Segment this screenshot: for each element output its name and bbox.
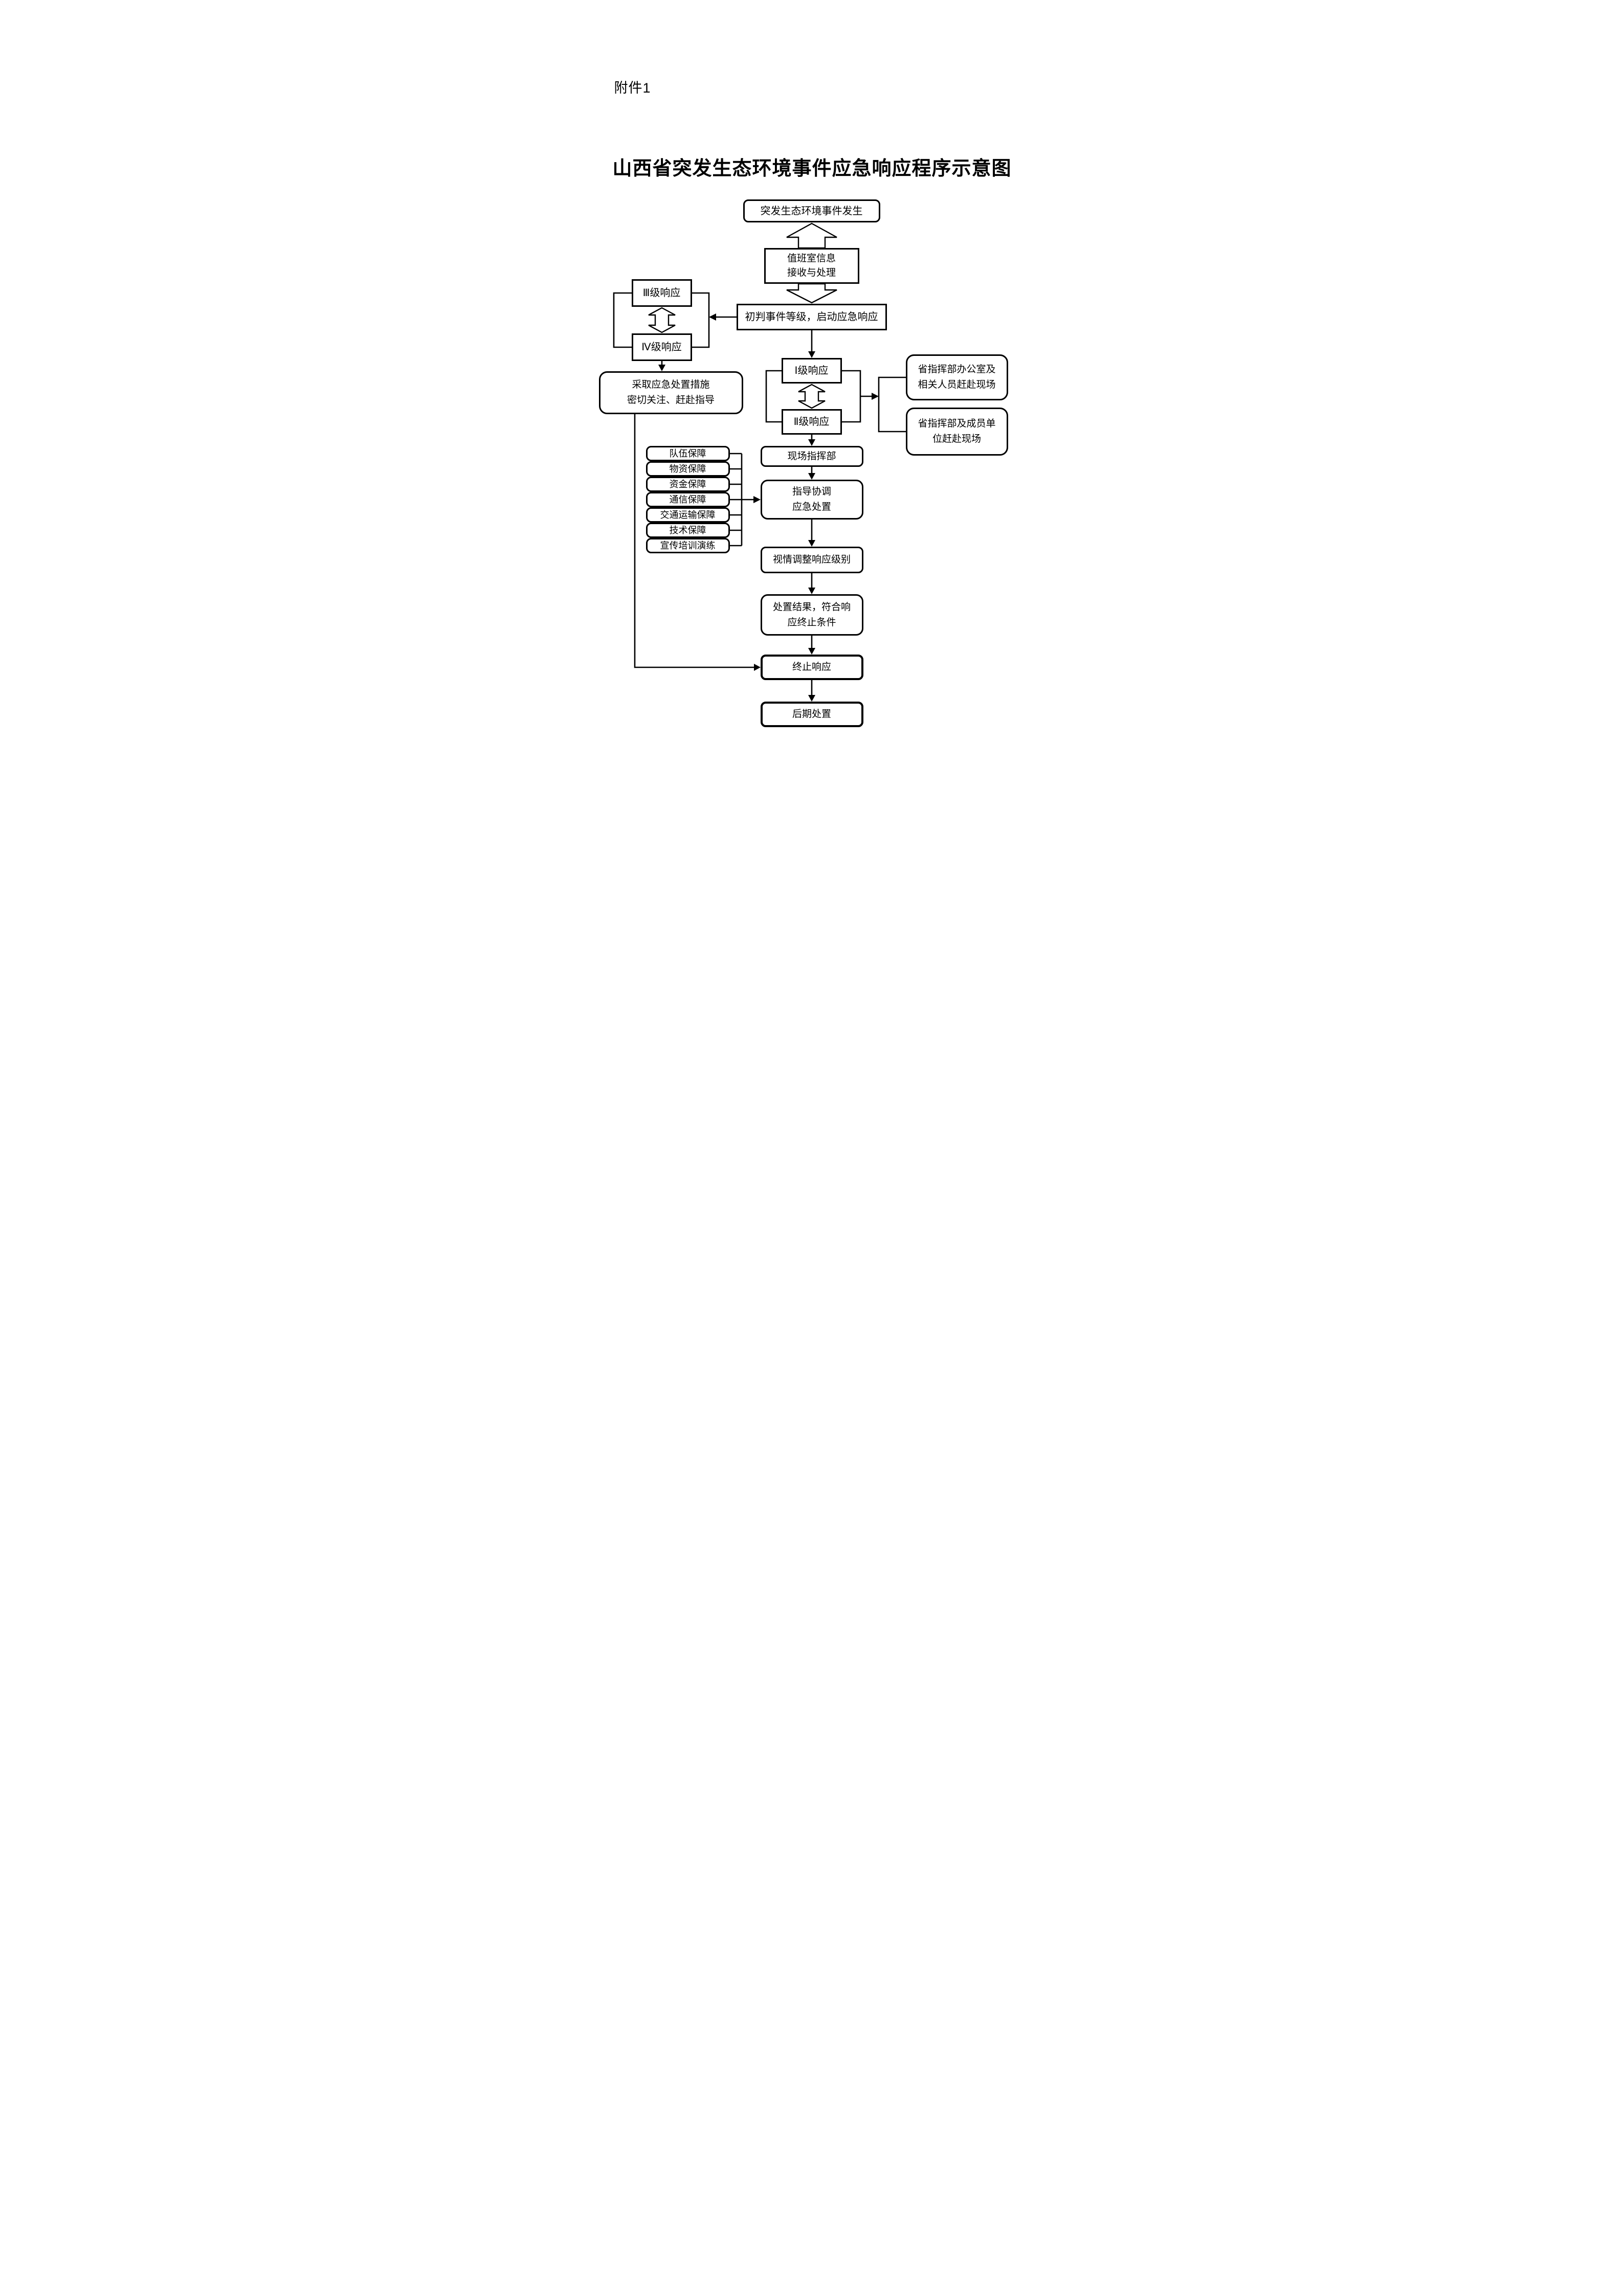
measures-to-terminate-line: [634, 414, 754, 668]
node-guide-coordinate-line2: 应急处置: [792, 502, 831, 512]
node-support-training-label: 宣传培训演练: [660, 541, 716, 551]
node-duty-room-line2: 接收与处理: [787, 267, 836, 278]
node-initial-judgement-label: 初判事件等级，启动应急响应: [745, 311, 878, 323]
node-duty-room-line1: 值班室信息: [787, 253, 836, 264]
node-disposal-result-line2: 应终止条件: [787, 617, 836, 628]
level12-bracket-right: [841, 370, 861, 423]
node-duty-room: 值班室信息 接收与处理: [764, 248, 859, 284]
double-arrow-level34-icon: [648, 307, 676, 333]
node-onsite-hq-label: 现场指挥部: [787, 451, 836, 462]
node-take-measures: 采取应急处置措施 密切关注、赶赴指导: [598, 371, 743, 414]
node-guide-coordinate: 指导协调 应急处置: [760, 480, 863, 520]
block-arrow-up-icon: [786, 222, 837, 249]
node-level-iv-label: Ⅳ级响应: [641, 342, 682, 353]
node-adjust-level: 视情调整响应级别: [760, 547, 863, 573]
arrowhead-down-adjust: [808, 540, 815, 547]
node-onsite-hq: 现场指挥部: [760, 446, 863, 467]
arrowhead-down-measures: [658, 365, 665, 371]
node-initial-judgement: 初判事件等级，启动应急响应: [736, 304, 887, 330]
node-level-ii: Ⅱ级响应: [781, 409, 842, 435]
document-page: 附件1 山西省突发生态环境事件应急响应程序示意图: [530, 0, 1094, 796]
arrowhead-right-hq: [871, 393, 879, 400]
level34-bracket-right: [692, 292, 709, 348]
node-support-material: 物资保障: [646, 461, 730, 477]
node-hq-members-line2: 位赶赴现场: [932, 434, 981, 444]
node-support-technology: 技术保障: [646, 523, 730, 538]
node-support-team-label: 队伍保障: [669, 448, 706, 459]
node-support-transport-label: 交通运输保障: [660, 510, 716, 520]
node-terminate-response-label: 终止响应: [792, 662, 831, 672]
level34-bracket-left: [613, 292, 632, 348]
node-support-fund-label: 资金保障: [669, 479, 706, 489]
arrowhead-down-level1: [808, 351, 815, 358]
node-post-disposal-label: 后期处置: [792, 709, 831, 719]
node-event-occurs: 突发生态环境事件发生: [743, 199, 880, 222]
node-level-iii-label: Ⅲ级响应: [642, 287, 681, 299]
node-guide-coordinate-line1: 指导协调: [792, 486, 831, 497]
node-event-occurs-label: 突发生态环境事件发生: [760, 205, 863, 217]
node-adjust-level-label: 视情调整响应级别: [772, 554, 851, 565]
node-take-measures-line2: 密切关注、赶赴指导: [627, 395, 715, 406]
node-post-disposal: 后期处置: [760, 702, 863, 727]
arrowhead-right-guide: [753, 496, 761, 503]
arrowhead-right-terminate: [753, 664, 761, 671]
hq-bracket: [878, 376, 906, 433]
node-disposal-result: 处置结果，符合响 应终止条件: [760, 594, 863, 636]
node-support-technology-label: 技术保障: [669, 525, 706, 535]
node-take-measures-line1: 采取应急处置措施: [632, 379, 710, 390]
block-arrow-down-icon: [786, 283, 837, 304]
node-disposal-result-line1: 处置结果，符合响: [772, 601, 851, 613]
arrowhead-down-guide: [808, 473, 815, 480]
node-level-ii-label: Ⅱ级响应: [793, 416, 830, 427]
node-support-communication-label: 通信保障: [669, 494, 706, 505]
node-support-communication: 通信保障: [646, 492, 730, 507]
node-hq-office-line1: 省指挥部办公室及: [918, 364, 996, 375]
node-support-material-label: 物资保障: [669, 464, 706, 474]
node-support-training: 宣传培训演练: [646, 538, 730, 553]
arrowhead-down-terminate: [808, 648, 815, 655]
node-hq-office: 省指挥部办公室及 相关人员赶赴现场: [905, 354, 1008, 400]
node-support-fund: 资金保障: [646, 477, 730, 492]
arrowhead-down-post: [808, 695, 815, 702]
arrowhead-down-result: [808, 588, 815, 594]
flowchart-connectors: [613, 222, 906, 702]
arrowhead-left-level34: [708, 313, 716, 321]
double-arrow-level12-icon: [797, 384, 826, 409]
attachment-label: 附件1: [614, 80, 651, 96]
node-terminate-response: 终止响应: [760, 655, 863, 680]
node-level-iii: Ⅲ级响应: [631, 279, 692, 307]
arrowhead-down-onsite: [808, 439, 815, 446]
node-level-iv: Ⅳ级响应: [631, 333, 692, 361]
node-support-transport: 交通运输保障: [646, 507, 730, 523]
node-hq-members-line1: 省指挥部及成员单: [918, 418, 996, 429]
node-level-i: Ⅰ级响应: [781, 358, 842, 384]
level12-bracket-left: [765, 370, 782, 423]
node-support-team: 队伍保障: [646, 446, 730, 461]
page-title: 山西省突发生态环境事件应急响应程序示意图: [612, 158, 1012, 179]
node-hq-office-line2: 相关人员赶赴现场: [918, 379, 996, 390]
node-level-i-label: Ⅰ级响应: [794, 365, 829, 376]
node-hq-members: 省指挥部及成员单 位赶赴现场: [905, 408, 1008, 456]
